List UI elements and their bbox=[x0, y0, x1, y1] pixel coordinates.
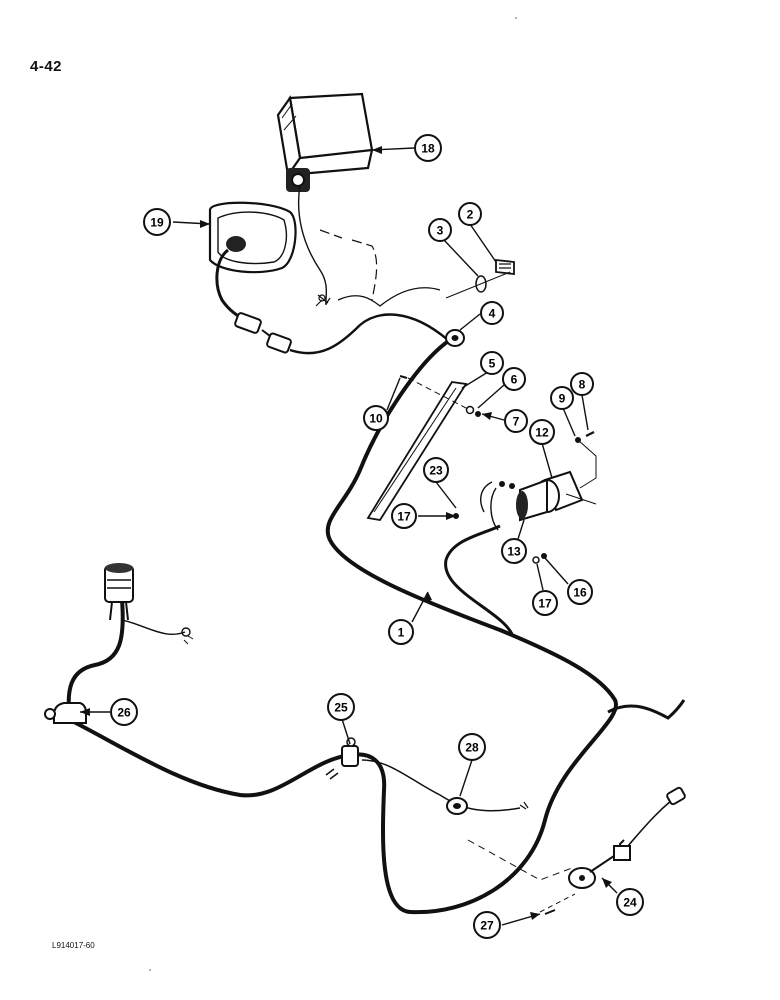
main-harness-cable bbox=[68, 338, 618, 915]
svg-text:6: 6 bbox=[511, 373, 518, 387]
lamp-ground-ring bbox=[318, 294, 326, 302]
leader-dash-27 bbox=[539, 893, 576, 913]
stray-mark-bottom bbox=[149, 969, 151, 971]
svg-text:18: 18 bbox=[421, 142, 435, 156]
socket-leader-lines bbox=[565, 439, 597, 505]
svg-text:9: 9 bbox=[559, 392, 566, 406]
lamp-19 bbox=[208, 201, 297, 274]
lamp-harness-wire bbox=[289, 313, 449, 355]
callout-8: 6 7 8 bbox=[570, 372, 594, 396]
callout-6: 6 bbox=[502, 367, 526, 391]
harness-right-branch bbox=[607, 699, 686, 720]
stray-mark bbox=[515, 17, 517, 19]
callout-12: 12 bbox=[529, 419, 555, 445]
grommet-4 bbox=[445, 329, 465, 347]
callout-1: 1 bbox=[388, 619, 414, 645]
callout-17b: 17 bbox=[532, 590, 558, 616]
callout-leaders bbox=[80, 147, 618, 926]
washer-6 bbox=[465, 405, 475, 415]
bolt-10 bbox=[399, 375, 408, 379]
page-number: 4-42 bbox=[30, 58, 63, 75]
svg-text:2: 2 bbox=[467, 208, 474, 222]
callout-23: 23 bbox=[423, 457, 449, 483]
lamp-18-dashed-lead bbox=[319, 229, 378, 301]
callout-27: 27 bbox=[473, 911, 501, 939]
svg-text:7: 7 bbox=[513, 415, 520, 429]
svg-text:4: 4 bbox=[489, 307, 496, 321]
nut-23b bbox=[509, 483, 515, 489]
callout-5: 5 bbox=[480, 351, 504, 375]
svg-text:28: 28 bbox=[465, 741, 479, 755]
callout-10: 10 bbox=[363, 405, 389, 431]
nut-7 bbox=[475, 411, 481, 417]
callout-arrowheads bbox=[80, 146, 612, 920]
cable-clip-25 bbox=[325, 737, 359, 780]
svg-text:26: 26 bbox=[117, 706, 131, 720]
grommet-28 bbox=[446, 797, 468, 815]
bracket-2 bbox=[495, 258, 515, 276]
callout-24: 24 bbox=[616, 888, 644, 916]
nut-16 bbox=[541, 553, 547, 559]
svg-text:17: 17 bbox=[538, 597, 552, 611]
callout-18: 18 bbox=[414, 134, 442, 162]
ground-screw-left bbox=[183, 635, 194, 645]
leader-dash-10 bbox=[407, 377, 471, 411]
nut-23a bbox=[499, 481, 505, 487]
bolt-8 bbox=[585, 431, 595, 437]
ground-terminal-left bbox=[181, 627, 191, 637]
callout-4: 4 bbox=[480, 301, 504, 325]
lead-end-terminal bbox=[519, 801, 529, 810]
callout-3: 3 bbox=[428, 218, 452, 242]
lamp-thin-lead bbox=[337, 287, 441, 307]
socket-12 bbox=[516, 470, 584, 522]
leader-dash-24 bbox=[467, 839, 573, 881]
callout-2: 2 bbox=[458, 202, 482, 226]
svg-text:27: 27 bbox=[480, 919, 494, 933]
svg-text:8: 8 bbox=[579, 378, 586, 392]
screw-27 bbox=[544, 909, 556, 915]
callout-17a: 17 bbox=[391, 503, 417, 529]
figure-code: L914017-60 bbox=[52, 941, 95, 950]
svg-text:19: 19 bbox=[150, 216, 164, 230]
callout-13: 13 bbox=[501, 538, 527, 564]
svg-text:24: 24 bbox=[623, 896, 637, 910]
svg-text:1: 1 bbox=[398, 626, 405, 640]
svg-text:3: 3 bbox=[437, 224, 444, 238]
socket-leads bbox=[480, 481, 499, 531]
svg-text:23: 23 bbox=[429, 464, 443, 478]
lamp-19-connector bbox=[234, 312, 292, 354]
svg-text:10: 10 bbox=[369, 412, 383, 426]
svg-text:16: 16 bbox=[573, 586, 587, 600]
ground-lead-left bbox=[121, 619, 186, 635]
lamp-18-wire bbox=[297, 184, 328, 306]
mounting-bar-5 bbox=[366, 381, 468, 521]
svg-text:17: 17 bbox=[397, 510, 411, 524]
harness-connector-branch bbox=[444, 524, 514, 635]
nut-9 bbox=[575, 437, 581, 443]
svg-text:12: 12 bbox=[535, 426, 549, 440]
callout-9: 9 bbox=[550, 386, 574, 410]
callout-26: 26 bbox=[110, 698, 138, 726]
cable-clip-26 bbox=[44, 702, 87, 724]
washer-17b bbox=[532, 556, 540, 564]
work-lamp-18 bbox=[276, 92, 374, 192]
leader-dash-2 bbox=[445, 271, 511, 299]
callout-25: 25 bbox=[327, 693, 355, 721]
harness-upper-left-branch bbox=[66, 599, 125, 721]
harness-plug-connector bbox=[104, 563, 134, 621]
callout-16: 16 bbox=[567, 579, 593, 605]
svg-text:25: 25 bbox=[334, 701, 348, 715]
callout-28: 28 bbox=[458, 733, 486, 761]
switch-assembly-24 bbox=[568, 786, 686, 889]
svg-text:5: 5 bbox=[489, 357, 496, 371]
callout-7: 7 bbox=[504, 409, 528, 433]
callout-19: 19 bbox=[143, 208, 171, 236]
svg-text:13: 13 bbox=[507, 545, 521, 559]
lead-to-grommet-28 bbox=[361, 759, 521, 812]
